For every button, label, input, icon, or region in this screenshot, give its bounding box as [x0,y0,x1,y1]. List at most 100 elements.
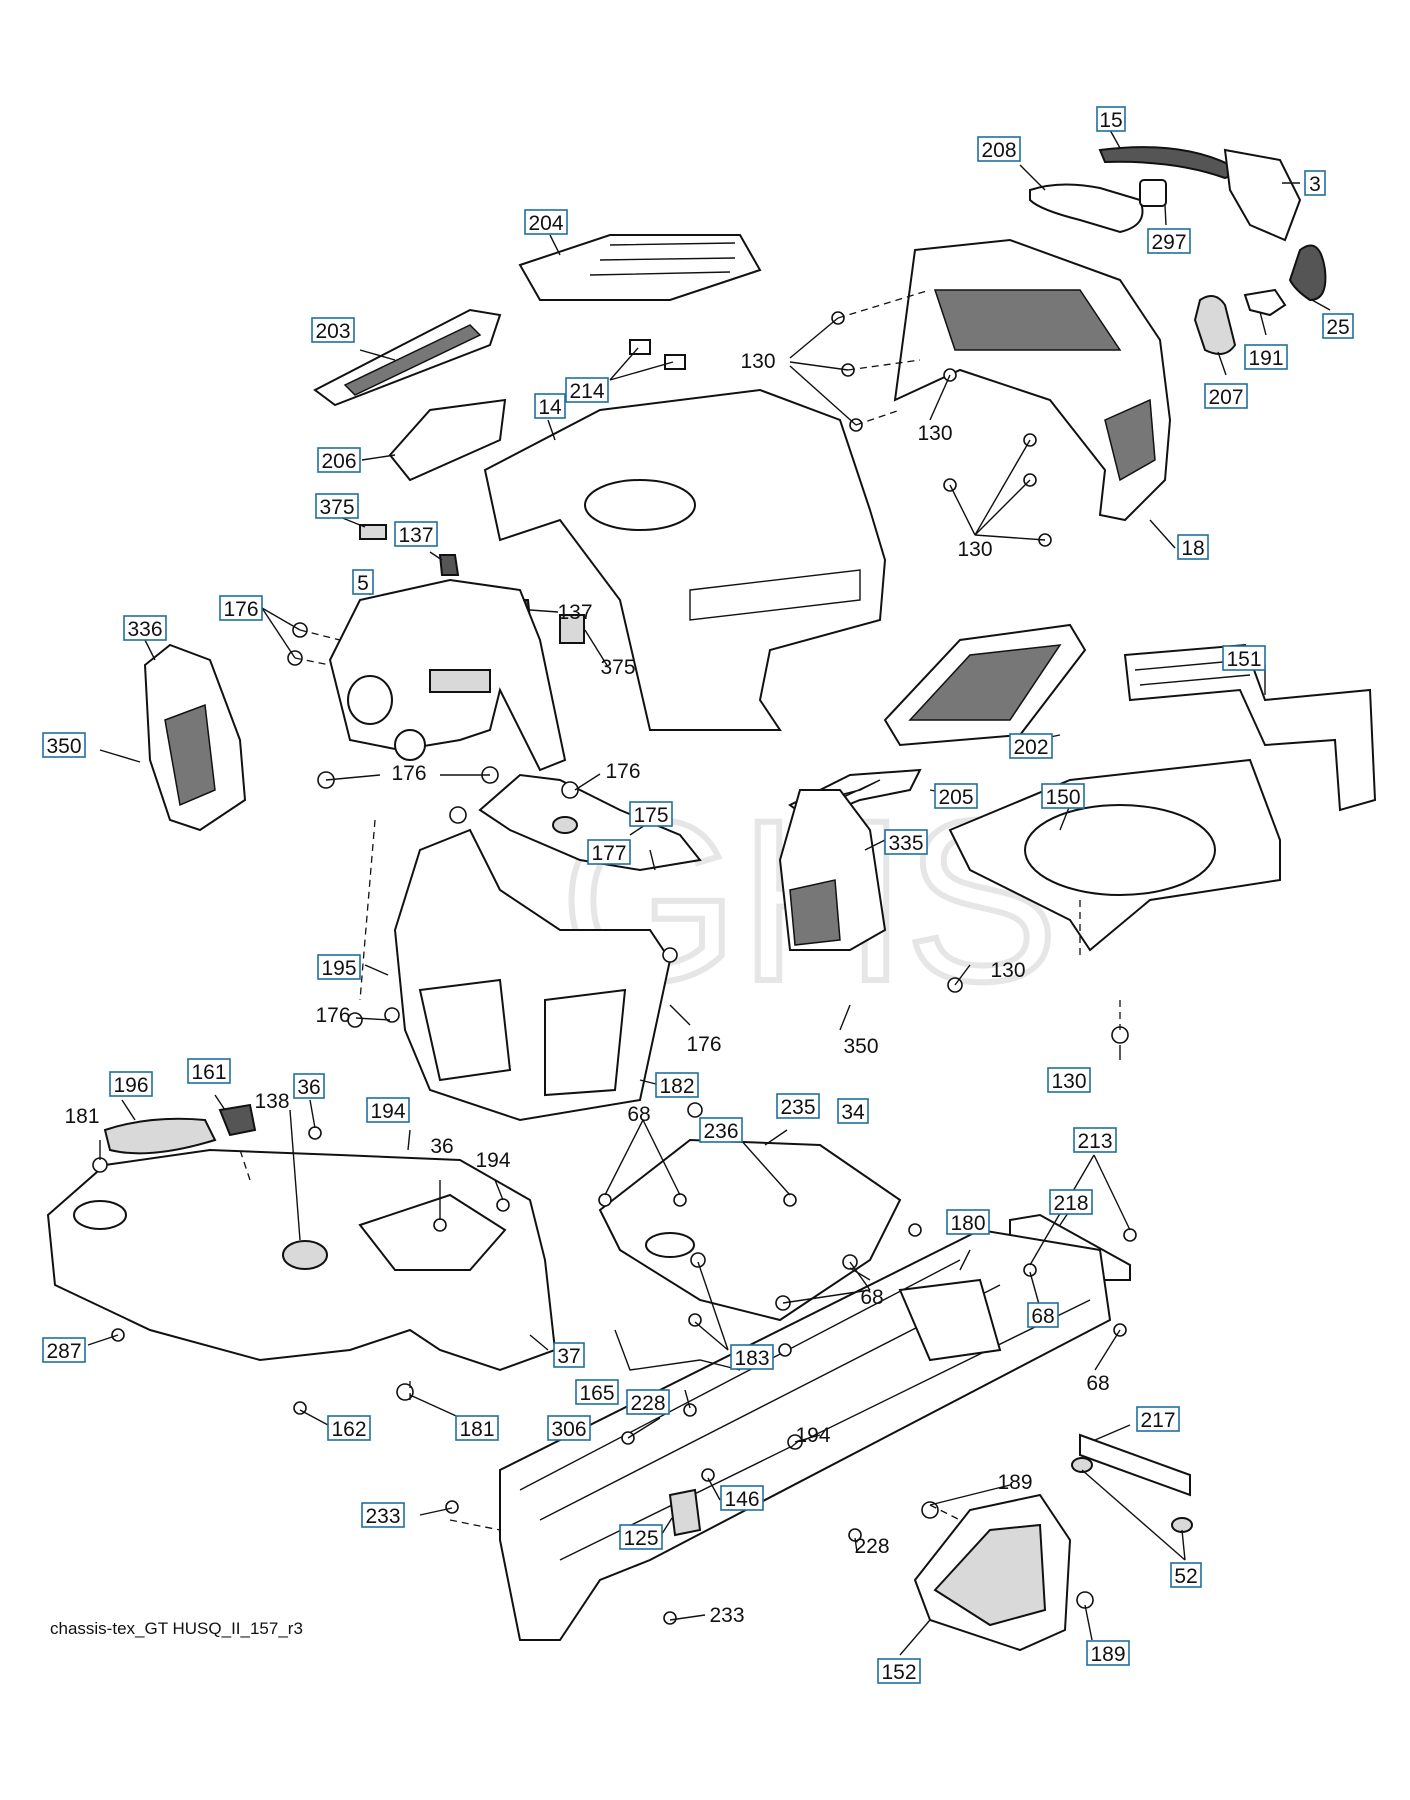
svg-text:228: 228 [630,1392,665,1415]
svg-text:182: 182 [659,1075,694,1098]
part-25-loop [1288,244,1327,302]
part-161-clip [218,1103,257,1137]
label-233b: 233 [709,1604,744,1627]
svg-text:52: 52 [1174,1565,1197,1588]
part-214-clip-b [664,354,686,370]
label-125: 125 [619,1524,663,1550]
part-137-clip-a [438,554,460,576]
svg-text:130: 130 [1051,1070,1086,1093]
svg-text:68: 68 [860,1286,883,1309]
svg-text:177: 177 [591,842,626,865]
svg-text:36: 36 [297,1076,320,1099]
part-297-clip [1139,179,1167,207]
label-189a: 189 [997,1471,1032,1494]
svg-text:195: 195 [321,957,356,980]
part-5-steering-hole [347,675,393,725]
label-130e: 130 [1047,1067,1091,1093]
label-37: 37 [553,1342,585,1368]
svg-text:218: 218 [1053,1192,1088,1215]
svg-text:194: 194 [795,1424,830,1447]
svg-text:181: 181 [64,1105,99,1128]
svg-text:183: 183 [734,1347,769,1370]
svg-text:306: 306 [551,1418,586,1441]
svg-text:25: 25 [1326,316,1349,339]
svg-text:150: 150 [1045,786,1080,809]
part-207-lamp [1193,295,1237,355]
label-137b: 137 [557,601,592,624]
label-175: 175 [629,801,673,827]
label-208: 208 [977,136,1021,162]
label-183: 183 [730,1344,774,1370]
svg-text:189: 189 [997,1471,1032,1494]
leader-lines [87,129,1331,1656]
label-202: 202 [1009,733,1053,759]
part-177-grommet [552,816,578,834]
part-191-clip [1243,288,1287,317]
label-36a: 36 [293,1073,325,1099]
label-350b: 350 [843,1035,878,1058]
svg-text:18: 18 [1181,537,1204,560]
label-52: 52 [1170,1562,1202,1588]
svg-text:233: 233 [365,1505,400,1528]
part-18-side-mesh [1104,398,1156,482]
svg-text:350: 350 [46,735,81,758]
part-5-gauge [394,729,426,761]
label-236: 236 [699,1117,743,1143]
svg-text:68: 68 [627,1103,650,1126]
label-195: 195 [317,954,361,980]
part-14-hood [483,388,887,731]
svg-text:217: 217 [1140,1409,1175,1432]
label-207: 207 [1204,383,1248,409]
label-213: 213 [1073,1127,1117,1153]
svg-text:335: 335 [888,832,923,855]
part-52-nut-a [1071,1457,1093,1473]
svg-text:68: 68 [1086,1372,1109,1395]
svg-text:165: 165 [579,1382,614,1405]
svg-text:228: 228 [854,1535,889,1558]
label-146: 146 [720,1485,764,1511]
label-335: 335 [884,829,928,855]
svg-text:181: 181 [459,1418,494,1441]
svg-text:189: 189 [1090,1643,1125,1666]
label-297: 297 [1147,228,1191,254]
svg-text:233: 233 [709,1604,744,1627]
svg-text:214: 214 [569,380,604,403]
part-203-mesh [343,324,482,396]
svg-text:206: 206 [321,450,356,473]
label-194b: 194 [475,1149,510,1172]
svg-text:137: 137 [398,524,433,547]
svg-text:175: 175 [633,804,668,827]
label-176b: 176 [605,760,640,783]
svg-text:204: 204 [528,212,563,235]
part-375-pad-a [359,524,387,540]
part-165-rod [614,1329,741,1371]
label-336: 336 [123,615,167,641]
part-202-mesh [908,644,1062,721]
label-152: 152 [877,1658,921,1684]
part-15-strip [1098,146,1233,180]
svg-text:14: 14 [538,396,562,419]
assembly-dashed-lines [239,289,1121,1531]
svg-text:3: 3 [1309,173,1321,196]
svg-text:180: 180 [950,1212,985,1235]
svg-text:202: 202 [1013,736,1048,759]
label-206: 206 [317,447,361,473]
label-204: 204 [524,209,568,235]
svg-text:37: 37 [557,1345,580,1368]
label-177: 177 [587,839,631,865]
svg-text:336: 336 [127,618,162,641]
label-161: 161 [187,1058,231,1084]
svg-text:194: 194 [475,1149,510,1172]
label-5: 5 [352,569,374,595]
svg-text:203: 203 [315,320,350,343]
label-36b: 36 [430,1135,453,1158]
label-151: 151 [1222,645,1266,671]
part-217-bar [1079,1433,1191,1497]
svg-text:191: 191 [1248,347,1283,370]
svg-text:130: 130 [917,422,952,445]
svg-text:68: 68 [1031,1305,1054,1328]
label-375b: 375 [600,656,635,679]
svg-text:125: 125 [623,1527,658,1550]
svg-text:151: 151 [1226,648,1261,671]
part-37-cup [73,1200,127,1230]
